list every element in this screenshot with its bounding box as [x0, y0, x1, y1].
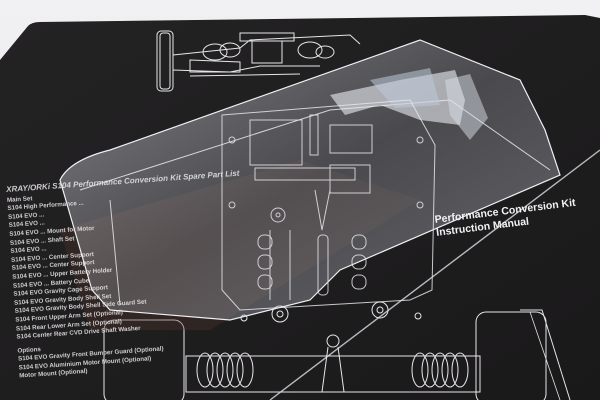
chassis-drawing-top: [156, 30, 361, 92]
chassis-drawing-center: [221, 99, 436, 311]
spare-part-list: XRAY/ORKi S104 Performance Conversion Ki…: [6, 169, 253, 382]
